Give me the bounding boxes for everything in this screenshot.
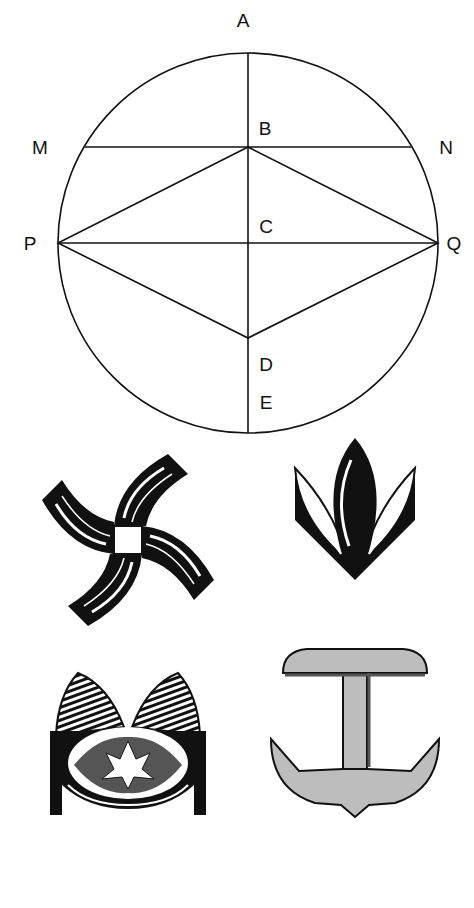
point-label: N	[437, 137, 455, 158]
point-label: M	[30, 137, 50, 158]
point-label: B	[257, 118, 274, 139]
point-label: P	[22, 233, 39, 254]
construction	[58, 53, 438, 433]
anchor-logo	[271, 649, 439, 817]
crest-logo	[50, 673, 206, 815]
point-label: C	[257, 216, 275, 237]
point-label: E	[258, 392, 275, 413]
pinwheel-logo	[42, 454, 214, 626]
point-label: A	[235, 10, 252, 31]
point-label: Q	[445, 233, 464, 254]
point-label: D	[257, 354, 275, 375]
lotus-logo	[295, 438, 415, 580]
